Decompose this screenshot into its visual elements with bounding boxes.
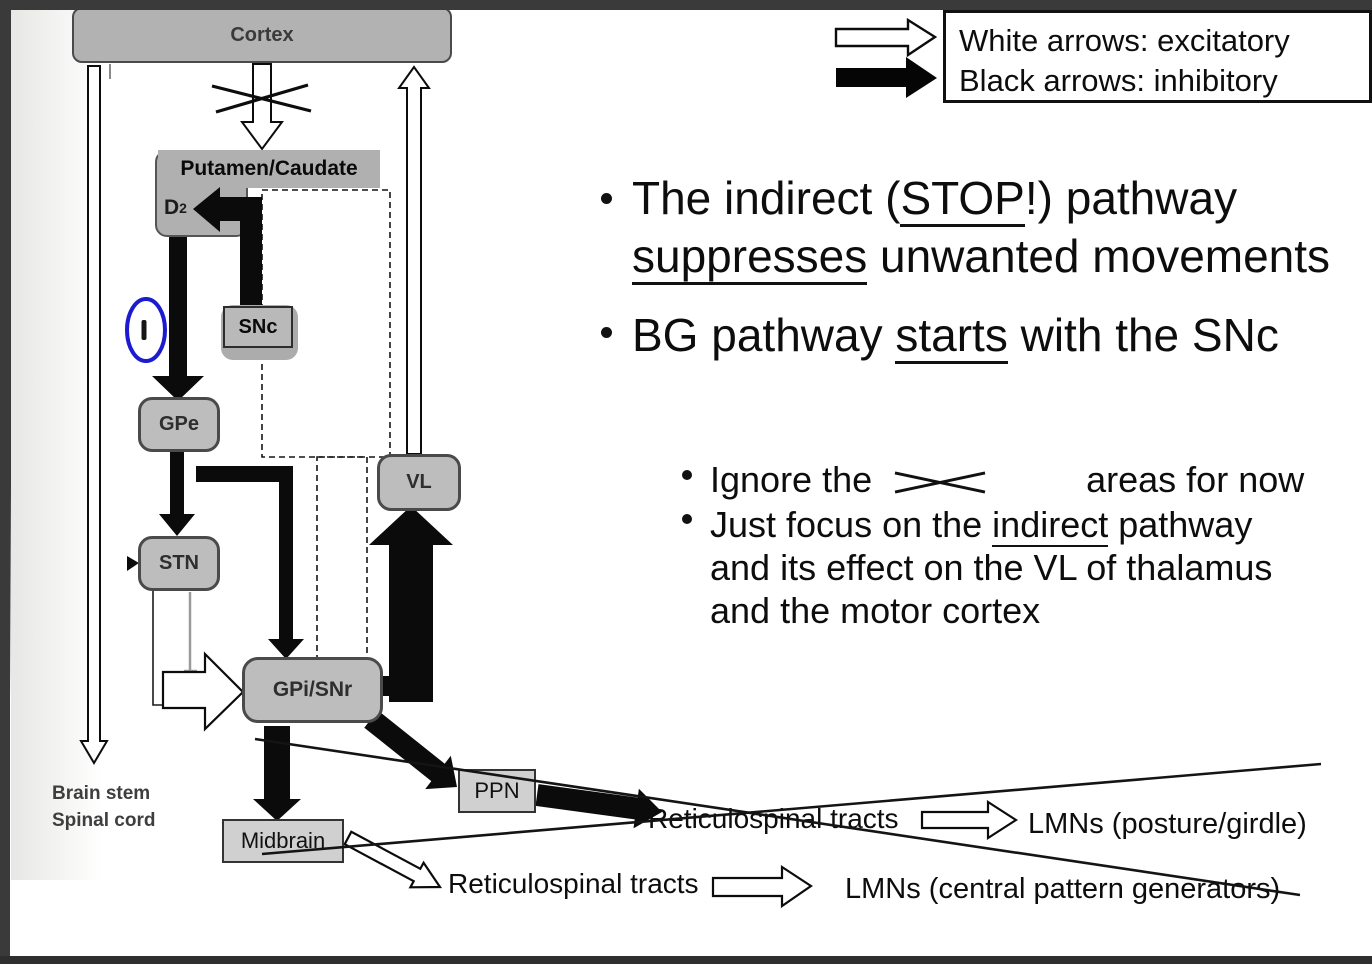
bullet-dot [601, 327, 612, 338]
blue-ellipse-annotation [125, 297, 167, 363]
viewer-top-bar [0, 0, 1372, 10]
node-vl: VL [377, 454, 461, 511]
bullet-dot [682, 470, 692, 480]
arrow-cortex-to-putamen [240, 63, 284, 151]
bullet-bg-pathway: BG pathway starts with the SNc [632, 306, 1279, 364]
node-ppn: PPN [458, 769, 536, 813]
arrow-gpisnr-to-ppn [364, 710, 457, 790]
node-cortex-label: Cortex [230, 23, 294, 46]
bullet-dot [682, 514, 692, 524]
node-snc-label: SNc [238, 315, 278, 338]
cross-out-icon-inline [894, 470, 986, 494]
arrow-gpe-to-stn [159, 452, 195, 536]
brain-stem-label: Brain stem Spinal cord [52, 783, 156, 831]
dashed-region-upper [261, 189, 391, 458]
stn-connector-line-gray [184, 592, 197, 673]
node-snc: SNc [223, 306, 293, 348]
node-stn-label: STN [159, 552, 199, 574]
viewer-bottom-bar [0, 956, 1372, 964]
node-gpe-label: GPe [158, 413, 200, 435]
stn-left-arrow-tip [127, 556, 139, 571]
legend-black-arrows: Black arrows: inhibitory [959, 63, 1278, 98]
arrow-vl-to-cortex [397, 65, 431, 455]
reticulospinal-tracts-upper: Reticulospinal tracts [648, 803, 899, 834]
legend-white-arrows: White arrows: excitatory [959, 23, 1290, 58]
dashed-region-lower [316, 456, 368, 660]
lmn-central-pattern-generators: LMNs (central pattern generators) [845, 873, 1281, 905]
node-midbrain: Midbrain [222, 819, 344, 863]
node-putamen-caudate: Putamen/Caudate [158, 150, 380, 188]
node-gpi-snr: GPi/SNr [242, 657, 383, 723]
reticulospinal-tracts-lower: Reticulospinal tracts [448, 868, 699, 899]
arrow-ppn-to-reticulospinal [535, 784, 662, 829]
node-midbrain-label: Midbrain [240, 828, 326, 853]
arrow-putamen-to-gpe [152, 237, 204, 401]
arrow-retic-to-lmn-upper [920, 799, 1019, 841]
subbullet-focus-indirect: Just focus on the indirect pathway and i… [710, 504, 1273, 631]
arrow-retic-to-lmn-lower [711, 864, 813, 909]
node-stn: STN [138, 536, 220, 591]
legend-box: White arrows: excitatory Black arrows: i… [943, 10, 1372, 103]
legend-black-arrow-icon [836, 57, 937, 98]
ellipse-tick-mark [141, 320, 147, 340]
bullet-dot [601, 193, 612, 204]
cross-out-icon-cortex-arrow [211, 83, 312, 114]
arrow-gpisnr-to-vl [369, 506, 453, 702]
arrow-gpisnr-to-midbrain [253, 726, 301, 821]
legend-white-arrow-icon [834, 17, 938, 58]
arrow-cortex-to-brainstem [79, 65, 109, 765]
node-gpe: GPe [138, 397, 220, 452]
node-cortex: Cortex [72, 7, 452, 63]
arrow-midbrain-to-reticulospinal [343, 830, 443, 889]
node-putamen-label: Putamen/Caudate [180, 157, 358, 180]
arrow-gpe-to-gpisnr [196, 466, 304, 659]
node-vl-label: VL [406, 471, 432, 493]
node-ppn-label: PPN [474, 778, 520, 803]
lmn-posture-girdle: LMNs (posture/girdle) [1028, 808, 1307, 840]
viewer-left-edge [0, 0, 11, 700]
bullet-indirect-pathway: The indirect (STOP!) pathway suppresses … [632, 169, 1330, 285]
node-gpi-snr-label: GPi/SNr [272, 678, 353, 701]
arrow-stn-to-gpisnr [161, 651, 245, 732]
